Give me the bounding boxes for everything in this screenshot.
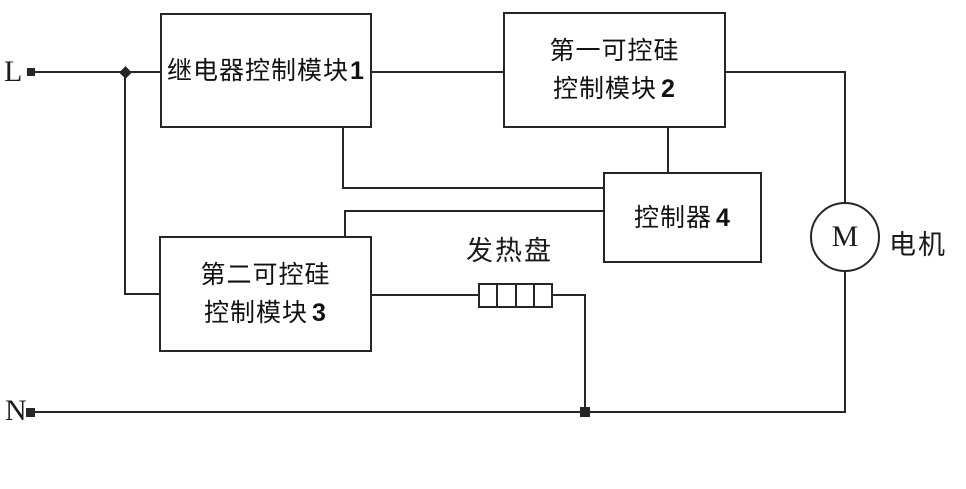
motor-letter: M xyxy=(831,220,859,253)
block-first-scr-line2: 控制模块 xyxy=(553,75,658,103)
block-second-scr-number: 3 xyxy=(312,299,327,327)
heater-plate-label: 发热盘 xyxy=(466,236,553,266)
block-second-scr-module: 第二可控硅 控制模块 3 xyxy=(159,236,372,352)
block-controller-label: 控制器 xyxy=(634,203,713,232)
heater-plate-symbol xyxy=(478,283,553,308)
block-first-scr-module: 第一可控硅 控制模块 2 xyxy=(503,12,726,128)
wire-relay-to-controller xyxy=(342,128,603,189)
block-relay-label: 继电器控制模块 xyxy=(167,56,350,85)
wire-scr1-to-motor xyxy=(726,71,846,202)
block-controller: 控制器 4 xyxy=(603,172,762,263)
wire-n-rail xyxy=(30,272,846,413)
heater-segment xyxy=(535,285,551,306)
neutral-terminal-label: N xyxy=(5,394,27,427)
wire-heater-to-n xyxy=(553,294,586,412)
heater-segment xyxy=(498,285,517,306)
block-controller-number: 4 xyxy=(716,203,731,232)
l-branch-junction-dot xyxy=(119,66,132,79)
heater-n-junction-dot xyxy=(580,407,590,417)
l-terminal-dot xyxy=(27,68,35,76)
block-relay-number: 1 xyxy=(350,56,365,85)
wire-l-branch-to-scr2 xyxy=(124,72,159,295)
wire-scr2-to-controller xyxy=(344,210,603,236)
block-first-scr-line1: 第一可控硅 xyxy=(549,37,680,65)
live-terminal-label: L xyxy=(4,55,23,88)
block-first-scr-number: 2 xyxy=(661,75,676,103)
heater-segment xyxy=(517,285,535,306)
block-second-scr-line2: 控制模块 xyxy=(204,299,309,327)
block-relay-control-module: 继电器控制模块 1 xyxy=(160,13,372,128)
heater-segment xyxy=(480,285,499,306)
motor-symbol: M xyxy=(810,202,880,272)
motor-label: 电机 xyxy=(889,230,947,260)
block-second-scr-line1: 第二可控硅 xyxy=(200,261,331,289)
n-terminal-dot xyxy=(26,408,35,417)
